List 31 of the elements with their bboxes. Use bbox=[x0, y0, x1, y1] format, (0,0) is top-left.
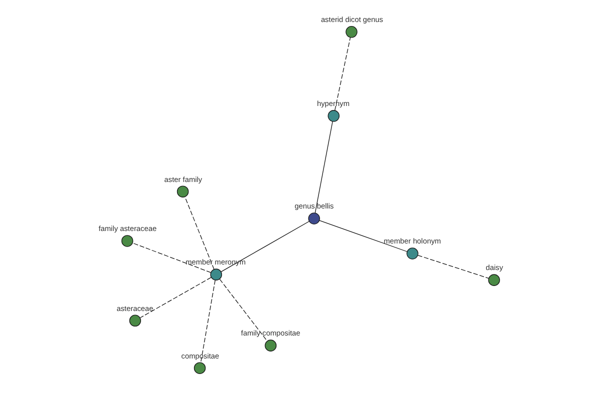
node-circle bbox=[488, 274, 500, 286]
connector bbox=[139, 277, 211, 318]
node-label: family compositae bbox=[240, 328, 300, 338]
node-circle bbox=[128, 314, 141, 327]
connector bbox=[220, 221, 309, 272]
node-label: genus bellis bbox=[294, 202, 334, 211]
node-circle bbox=[308, 212, 320, 224]
connector bbox=[200, 280, 215, 363]
node-circle bbox=[406, 248, 418, 260]
connector bbox=[334, 37, 350, 111]
node-label: asterid dicot genus bbox=[320, 15, 383, 24]
node-circle bbox=[176, 186, 188, 198]
node-circle bbox=[193, 362, 206, 374]
connector bbox=[314, 121, 332, 214]
node-label: aster family bbox=[164, 174, 202, 184]
connector bbox=[318, 220, 407, 252]
node-circle bbox=[345, 26, 357, 38]
node-circle bbox=[120, 235, 133, 247]
node-label: member holonym bbox=[383, 236, 440, 246]
node-circle bbox=[327, 110, 340, 122]
node-label: hypernym bbox=[316, 99, 350, 108]
connector bbox=[417, 254, 488, 279]
connector bbox=[184, 196, 214, 270]
node-circle bbox=[264, 340, 276, 352]
node-circle bbox=[210, 268, 222, 280]
node-label: daisy bbox=[485, 263, 503, 272]
node-label: compositae bbox=[180, 351, 219, 360]
connector bbox=[132, 242, 211, 273]
connector bbox=[218, 278, 267, 342]
node-label: asteraceae bbox=[116, 304, 153, 313]
node-label: family asteraceae bbox=[98, 224, 156, 234]
